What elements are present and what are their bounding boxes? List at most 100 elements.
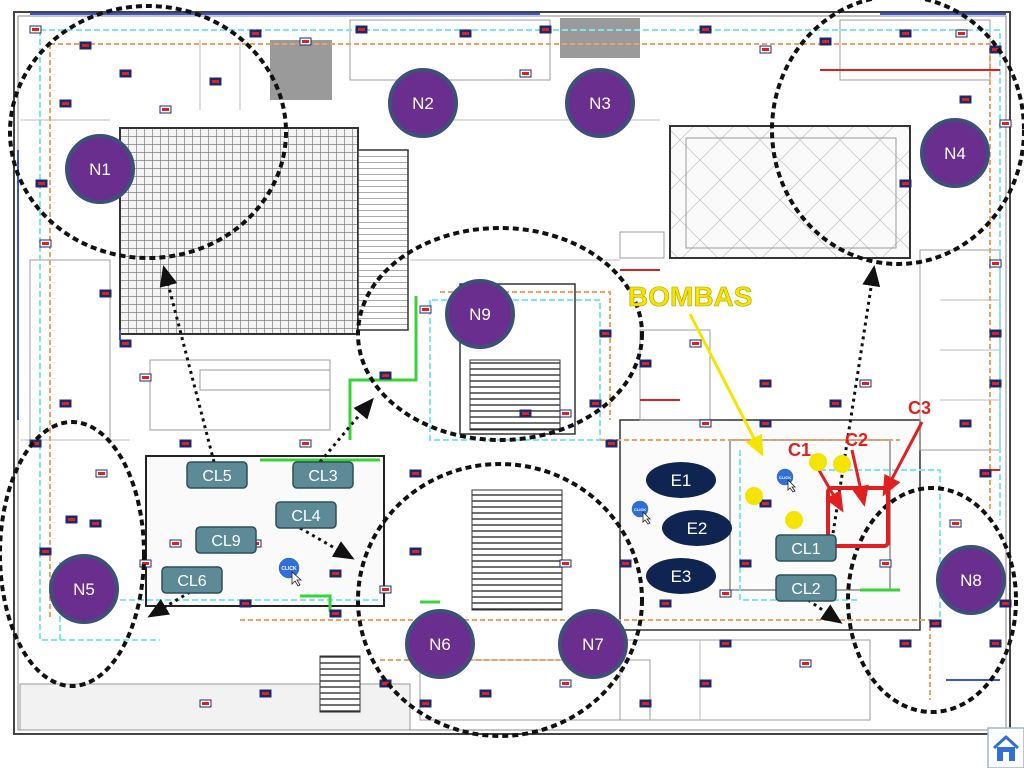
arrow-cl6-to-n5 — [147, 590, 191, 618]
zone-node-n1[interactable]: N1 — [65, 134, 135, 204]
circuit-cl2[interactable]: CL2 — [775, 574, 837, 602]
device-tag-marker — [38, 182, 45, 185]
device-tag-marker — [142, 562, 149, 565]
device-tag-marker — [762, 48, 769, 51]
zone-node-n5[interactable]: N5 — [49, 554, 119, 624]
device-tag-marker — [382, 374, 389, 377]
equipment-e2[interactable]: E2 — [662, 510, 732, 546]
c1-label: C1 — [788, 440, 811, 460]
device-tag-marker — [882, 562, 889, 565]
device-tag-marker — [1002, 122, 1009, 125]
device-tag-marker — [762, 422, 769, 425]
device-tag-marker — [702, 682, 709, 685]
device-tag-marker — [212, 80, 219, 83]
device-tag-marker — [422, 702, 429, 705]
circuit-cl4[interactable]: CL4 — [275, 501, 337, 529]
device-tag-marker — [302, 442, 309, 445]
device-tag-marker — [592, 402, 599, 405]
circuit-cl1[interactable]: CL1 — [775, 534, 837, 562]
device-tag-marker — [358, 28, 365, 31]
device-tag-marker — [332, 572, 339, 575]
device-tag-marker — [742, 562, 749, 565]
device-tag-marker — [142, 376, 149, 379]
device-tag-marker — [962, 422, 969, 425]
c2-arrow — [850, 449, 869, 507]
device-tag-marker — [952, 522, 959, 525]
device-tag-marker — [562, 682, 569, 685]
circuit-cl1-label: CL1 — [791, 541, 820, 558]
zone-node-n6[interactable]: N6 — [405, 609, 475, 679]
cursor-icon — [787, 479, 796, 493]
pump-dot-2 — [833, 455, 851, 473]
circuit-cl9-label: CL9 — [211, 533, 240, 550]
zone-n5-coverage — [0, 420, 146, 688]
arrow-cl5-to-n1 — [159, 265, 216, 463]
device-tag-marker — [382, 588, 389, 591]
floor-plan-background — [13, 11, 1011, 735]
zone-n6-label: N6 — [429, 635, 451, 654]
pumps-label: BOMBAS — [628, 281, 752, 312]
pumps-pointer-arrow — [688, 313, 764, 457]
circuit-cl4-label: CL4 — [291, 508, 320, 525]
device-tag-marker — [762, 382, 769, 385]
circuit-cl2-label: CL2 — [791, 581, 820, 598]
pump-dot-4 — [785, 511, 803, 529]
equipment-e3[interactable]: E3 — [646, 558, 716, 594]
cursor-icon — [642, 511, 651, 525]
blue-pipe-run — [17, 13, 1006, 681]
device-tag-marker — [412, 550, 419, 553]
device-tag-marker — [462, 32, 469, 35]
red-pipe-run — [620, 69, 1000, 471]
zone-node-n9[interactable]: N9 — [445, 279, 515, 349]
circuit-cl6[interactable]: CL6 — [161, 566, 223, 594]
device-tag-marker — [68, 518, 75, 521]
device-tag-marker — [412, 472, 419, 475]
equipment-e1[interactable]: E1 — [646, 462, 716, 498]
circuit-cl5[interactable]: CL5 — [186, 461, 248, 489]
device-tag-marker — [522, 412, 529, 415]
click-button-left[interactable]: CLICK — [277, 556, 303, 587]
device-tag-marker — [422, 308, 429, 311]
device-tag-marker — [602, 332, 609, 335]
device-tag-marker — [32, 28, 39, 31]
equipment-e3-label: E3 — [671, 567, 692, 586]
device-tag-marker — [182, 442, 189, 445]
zone-node-n2[interactable]: N2 — [388, 68, 458, 138]
zone-n7-label: N7 — [582, 635, 604, 654]
zone-node-n8[interactable]: N8 — [936, 545, 1006, 615]
device-tag-marker — [242, 602, 249, 605]
device-tag-marker — [992, 262, 999, 265]
device-tag-marker — [32, 442, 39, 445]
home-button[interactable] — [987, 727, 1024, 768]
pump-dot-3 — [745, 487, 763, 505]
click-button-center[interactable]: CLICK — [630, 499, 651, 525]
device-tag-marker — [102, 292, 109, 295]
zone-n9-coverage — [356, 226, 644, 442]
c3-label: C3 — [908, 398, 931, 418]
device-tag-marker — [162, 108, 169, 111]
zone-node-n3[interactable]: N3 — [565, 68, 635, 138]
circuit-cl3[interactable]: CL3 — [292, 461, 354, 489]
device-tag-marker — [992, 382, 999, 385]
orange-pipe-loop — [49, 43, 991, 700]
zone-n4-coverage — [770, 0, 1024, 266]
zone-n5-label: N5 — [73, 580, 95, 599]
device-tag-marker — [932, 622, 939, 625]
circuit-cl9[interactable]: CL9 — [195, 526, 257, 554]
device-tag-marker — [992, 642, 999, 645]
equipment-e2-label: E2 — [687, 519, 708, 538]
cursor-icon — [291, 571, 303, 587]
device-tag-marker — [962, 98, 969, 101]
device-tag-marker — [562, 412, 569, 415]
click-button-right[interactable]: CLICK — [775, 467, 796, 493]
zone-node-n7[interactable]: N7 — [558, 609, 628, 679]
arrow-cl4-to-n6 — [299, 526, 355, 560]
device-tag-marker — [542, 28, 549, 31]
zone-node-n4[interactable]: N4 — [920, 118, 990, 188]
click-button-right-label: CLICK — [779, 475, 791, 480]
device-tag-marker — [762, 502, 769, 505]
device-tag-marker — [332, 612, 339, 615]
device-tag-marker — [832, 402, 839, 405]
device-tag-marker — [702, 422, 709, 425]
device-tag-marker — [382, 682, 389, 685]
